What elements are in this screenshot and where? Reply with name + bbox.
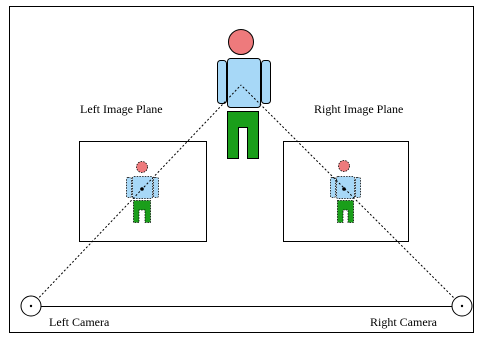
right-projected-head: [338, 160, 350, 172]
left-projection-ray: [30, 84, 242, 307]
left-projected-arm-left: [126, 177, 132, 198]
person-right-arm: [261, 60, 271, 104]
right-projection-ray: [240, 84, 463, 307]
right-projected-person-icon: [330, 160, 361, 223]
person-torso: [227, 58, 261, 108]
left-image-plane-label: Left Image Plane: [80, 102, 163, 116]
right-image-plane-label: Right Image Plane: [314, 102, 403, 116]
person-left-arm: [217, 60, 227, 104]
person-figure-icon: [217, 29, 271, 159]
left-camera-center: [29, 304, 33, 308]
left-projection-point: [140, 187, 144, 191]
right-camera-center: [460, 304, 464, 308]
person-head: [228, 29, 254, 55]
left-projected-person-icon: [126, 161, 159, 223]
left-camera-label: Left Camera: [49, 315, 110, 329]
outer-frame: [9, 6, 474, 333]
left-projected-legs: [133, 200, 151, 223]
right-projected-arm-left: [330, 177, 336, 198]
right-projected-legs: [337, 200, 354, 223]
person-legs: [227, 111, 259, 159]
right-image-plane: [283, 141, 409, 242]
right-projected-arm-right: [355, 177, 361, 198]
left-image-plane: [79, 141, 207, 242]
left-projected-head: [136, 161, 148, 173]
right-camera-label: Right Camera: [370, 315, 438, 329]
left-projected-arm-right: [153, 177, 159, 198]
right-projected-torso: [336, 176, 355, 199]
right-projection-point: [342, 187, 346, 191]
